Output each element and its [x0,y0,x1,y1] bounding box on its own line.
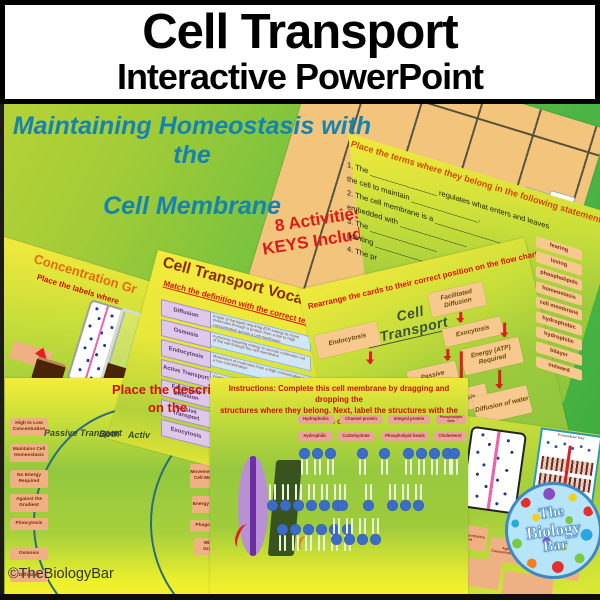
term-card: Channel protein [340,415,382,424]
phospholipid-icon [412,484,424,511]
phospholipid-icon [386,484,398,511]
left-edge-strip [0,104,4,600]
logo-text: The Biology Bar [503,480,600,581]
biology-bar-logo: The Biology Bar [505,482,600,579]
venn-card: Diffusion [10,570,48,582]
tagline-line2: Cell Membrane [103,192,281,220]
phospholipid-icon [343,518,355,545]
instructions-line2: structures where they belong. Next, labe… [220,406,458,426]
term-card: Hydrophilic [298,432,332,441]
venn-card: Osmosis [10,548,48,560]
phospholipid-icon [292,484,304,511]
copyright-text: ©TheBiologyBar [8,566,114,582]
term-card: Phospholipid tails [436,415,466,424]
phospholipid-icon [356,448,368,475]
phospholipid-icon [441,448,453,475]
phospholipid-icon [428,448,440,475]
venn-label-passive: Passive Transport [44,428,122,438]
phospholipid-icon [318,484,330,511]
venn-label-both: Both [99,429,120,439]
venn-card: Pinocytosis [10,518,48,530]
phospholipid-icon [402,448,414,475]
arrow-down-icon [459,312,462,323]
term-card: Integral protein [388,415,430,424]
flow-card: Energy (ATP) Required [459,336,524,376]
phospholipid-icon [336,484,348,511]
venn-heading-line1: Place the descriptio [112,382,235,397]
subtitle: Interactive PowerPoint [116,56,484,97]
phospholipid-icon [279,484,291,511]
venn-card: Maintains Cell Homeostasis [10,444,48,462]
arrow-down-icon [503,322,506,337]
term-card: Phospholipid heads [382,432,428,441]
phospholipid-icon [305,484,317,511]
tagline-line1: Maintaining Homeostasis with the [12,112,372,169]
arrow-down-icon [369,351,372,364]
instructions-line1: Instructions: Complete this cell membran… [228,384,450,404]
venn-label-active: Activ [128,430,151,440]
bottom-edge-strip [0,594,600,600]
channel-protein-shape [238,456,268,556]
term-card: Hydrophobic [298,415,334,424]
phospholipid-icon [289,524,301,551]
slide-membrane-builder: Instructions: Complete this cell membran… [210,378,468,596]
phospholipid-icon [315,524,327,551]
title-banner: Cell Transport Interactive PowerPoint [0,0,600,104]
phospholipid-icon [302,524,314,551]
phospholipid-icon [448,448,460,475]
phospholipid-icon [378,448,390,475]
phospholipid-icon [362,484,374,511]
phospholipid-icon [276,524,288,551]
logo-line3: Bar [542,536,569,556]
arrow-down-icon [446,349,449,361]
main-title: Cell Transport [142,5,458,59]
tagline: Maintaining Homeostasis with the Cell Me… [6,112,378,221]
membrane-instructions: Instructions: Complete this cell membran… [214,383,464,427]
logo-dots [510,487,597,574]
phospholipid-icon [356,518,368,545]
phospholipid-icon [369,518,381,545]
venn-card: Against the Gradient [10,494,48,512]
phospholipid-icon [415,448,427,475]
phospholipid-icon [330,518,342,545]
arrow-down-icon [498,369,501,388]
phospholipid-icon [311,448,323,475]
term-card: Carbohydrate [338,432,374,441]
term-card: Cholesterol [434,432,466,441]
phospholipid-icon [266,484,278,511]
phospholipid-icon [399,484,411,511]
venn-heading-line2: on the [148,400,187,415]
terms-word-bank: fearing loving phospholipids homeostasis… [536,236,582,385]
phospholipid-icon [298,448,310,475]
phospholipid-icon [324,448,336,475]
venn-card: High to Low Concentration [10,418,48,436]
venn-card: No Energy Required [10,470,48,488]
